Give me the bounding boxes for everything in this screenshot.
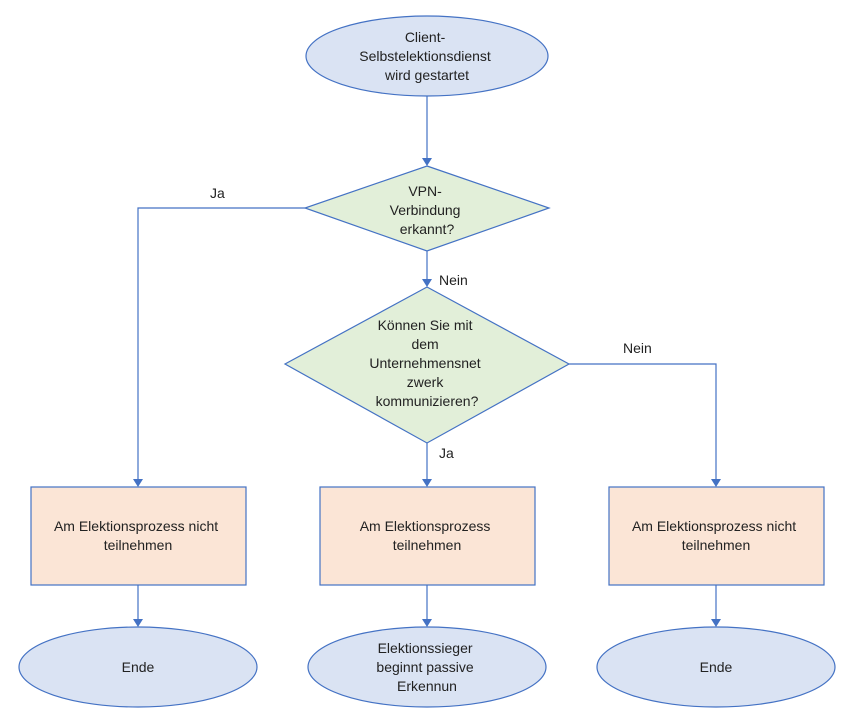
edge-network-no-to-right-box [569, 363, 717, 479]
vpn-decision-diamond [303, 165, 551, 252]
edges [133, 96, 721, 627]
right-box-text: Am Elektionsprozess nicht teilnehmen [632, 518, 800, 553]
edge-label-vpn-no: Nein [439, 272, 468, 288]
vpn-decision-node: VPN- Verbindung erkannt? [303, 165, 551, 252]
arrowhead [422, 619, 432, 627]
right-end-text: Ende [700, 659, 733, 675]
arrowhead [711, 619, 721, 627]
mid-box-rect [319, 486, 536, 586]
start-ellipse [305, 15, 549, 97]
mid-end-ellipse [307, 626, 547, 708]
right-end-ellipse [596, 626, 836, 708]
arrowhead [422, 158, 432, 166]
network-decision-diamond [283, 286, 571, 444]
network-decision-node: Können Sie mit dem Unternehmensnet zwerk… [283, 286, 571, 444]
arrowhead [422, 479, 432, 487]
arrowhead [422, 279, 432, 287]
vpn-decision-text: VPN- Verbindung erkannt? [390, 183, 465, 237]
arrowhead [133, 619, 143, 627]
edge-label-network-no: Nein [623, 340, 652, 356]
left-end-ellipse [18, 626, 258, 708]
left-box-text: Am Elektionsprozess nicht teilnehmen [54, 518, 222, 553]
arrowhead [711, 479, 721, 487]
right-box-rect [608, 486, 825, 586]
left-box-rect [30, 486, 247, 586]
mid-box-text: Am Elektionsprozess teilnehmen [360, 518, 495, 553]
left-end-node: Ende [18, 626, 258, 708]
edge-vpn-yes-to-left-box [137, 207, 305, 479]
right-end-node: Ende [596, 626, 836, 708]
mid-box-node: Am Elektionsprozess teilnehmen [319, 486, 536, 586]
start-node: Client- Selbstelektionsdienst wird gesta… [305, 15, 549, 97]
arrowhead [133, 479, 143, 487]
right-box-node: Am Elektionsprozess nicht teilnehmen [608, 486, 825, 586]
left-end-text: Ende [122, 659, 155, 675]
network-decision-text: Können Sie mit dem Unternehmensnet zwerk… [369, 317, 484, 409]
mid-end-text: Elektionssieger beginnt passive Erkennun [376, 640, 477, 694]
left-box-node: Am Elektionsprozess nicht teilnehmen [30, 486, 247, 586]
mid-end-node: Elektionssieger beginnt passive Erkennun [307, 626, 547, 708]
start-text: Client- Selbstelektionsdienst wird gesta… [359, 29, 494, 83]
edge-label-vpn-yes: Ja [210, 185, 225, 201]
edge-label-network-yes: Ja [439, 445, 454, 461]
